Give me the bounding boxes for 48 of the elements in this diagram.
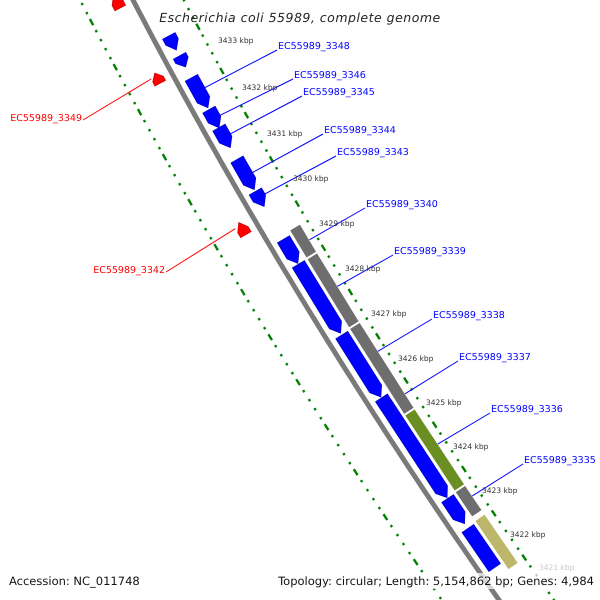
- gene-block: [292, 260, 342, 334]
- gene-block: [212, 124, 232, 148]
- leader-line: [264, 156, 336, 194]
- gene-block: [152, 72, 166, 87]
- leader-line: [82, 78, 152, 120]
- leader-line: [166, 228, 236, 272]
- leader-line: [308, 208, 366, 240]
- gene-label: EC55989_3337: [459, 351, 531, 365]
- gene-block: [276, 235, 300, 264]
- gene-block: [162, 32, 179, 50]
- gene-label: EC55989_3335: [524, 454, 596, 468]
- gene-label: EC55989_3339: [394, 245, 466, 259]
- map-title: Escherichia coli 55989, complete genome: [158, 9, 442, 27]
- gene-label: EC55989_3336: [491, 403, 563, 417]
- feature-bar: [454, 484, 483, 518]
- genome-summary-text: Topology: circular; Length: 5,154,862 bp; Genes: 4,984: [278, 573, 594, 589]
- gene-label: EC55989_3340: [366, 198, 438, 212]
- gene-label: EC55989_3344: [324, 124, 396, 138]
- gene-label: EC55989_3343: [337, 146, 409, 160]
- gene-label: EC55989_3349: [10, 112, 82, 126]
- leader-line: [377, 318, 432, 352]
- leader-line: [220, 78, 294, 116]
- gene-block: [441, 494, 466, 524]
- gene-label: EC55989_3338: [433, 309, 505, 323]
- gene-label: EC55989_3346: [294, 69, 366, 83]
- leader-line: [472, 464, 524, 496]
- gene-block: [462, 524, 501, 572]
- leader-line: [230, 96, 302, 134]
- accession-text: Accession: NC_011748: [9, 573, 140, 589]
- leader-line: [252, 134, 324, 173]
- gene-block: [248, 187, 266, 207]
- gene-block: [375, 394, 448, 498]
- gene-block: [335, 330, 382, 398]
- gene-block: [230, 156, 256, 190]
- gene-block: [184, 74, 210, 108]
- feature-bar: [349, 322, 415, 415]
- gene-block: [202, 106, 222, 128]
- gene-label: EC55989_3345: [303, 86, 375, 100]
- gene-block: [112, 0, 126, 12]
- gene-label: EC55989_3342: [93, 264, 165, 278]
- gene-block: [237, 222, 252, 238]
- leader-line: [437, 412, 490, 445]
- leader-line: [204, 50, 278, 88]
- gene-block: [172, 52, 189, 68]
- feature-bar: [289, 224, 318, 259]
- gene-label: EC55989_3348: [278, 40, 350, 54]
- leader-line: [404, 360, 458, 394]
- leader-line: [337, 254, 394, 287]
